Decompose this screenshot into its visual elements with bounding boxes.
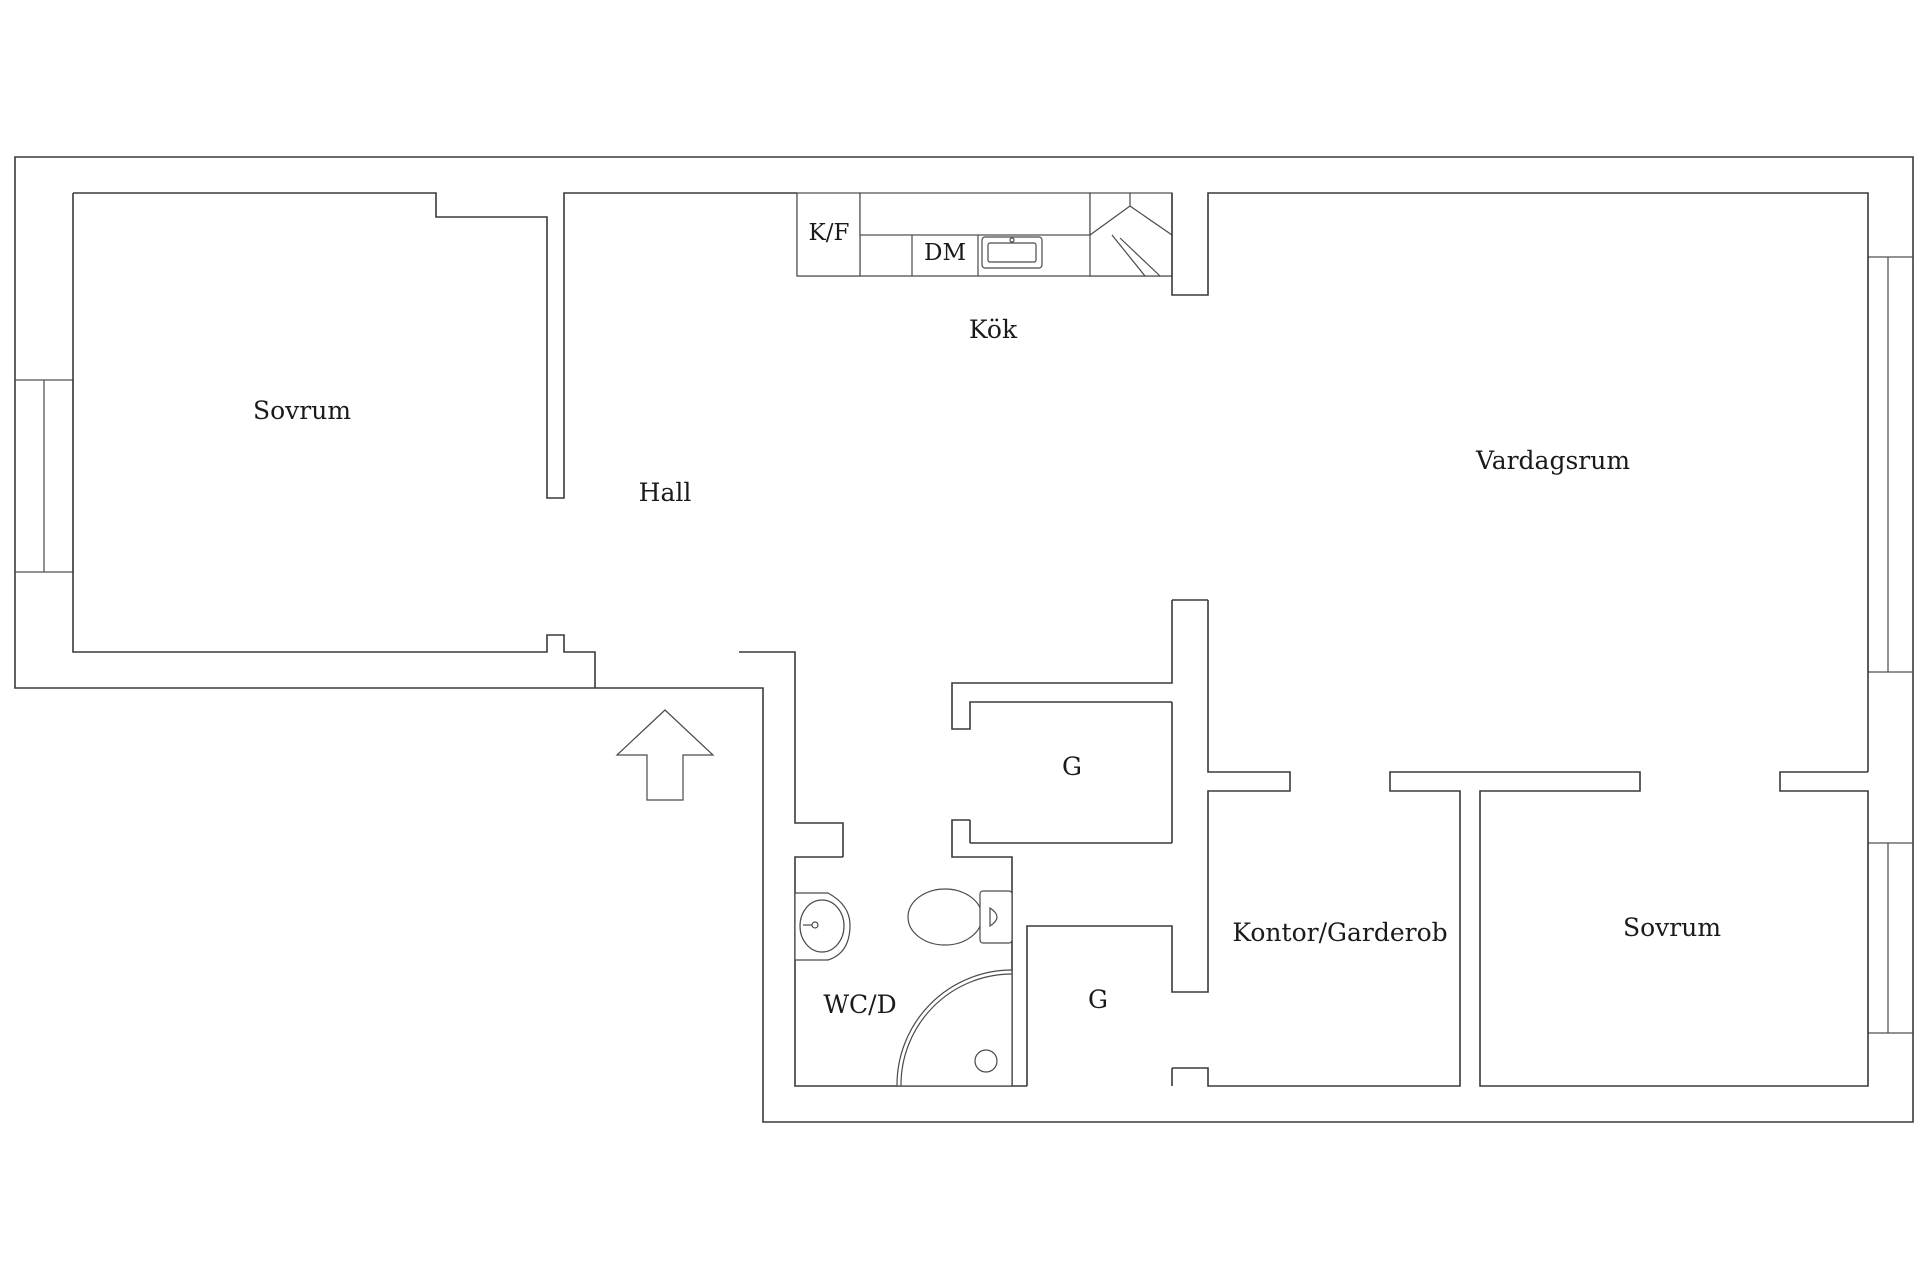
room-label-vardagsrum: Vardagsrum xyxy=(1475,446,1630,475)
room-label-sovrum-east: Sovrum xyxy=(1623,913,1721,942)
room-label-kontor: Kontor/Garderob xyxy=(1232,918,1447,947)
east-window-lower xyxy=(1867,842,1914,1034)
sovrum-west-walls xyxy=(72,192,797,688)
room-label-closet-upper: G xyxy=(1062,752,1082,781)
east-window-upper xyxy=(1867,256,1914,673)
kitchen-counter xyxy=(796,192,1173,277)
room-label-wc: WC/D xyxy=(823,990,896,1019)
fridge-freezer xyxy=(796,192,861,277)
west-window xyxy=(14,379,74,573)
room-label-closet-lower: G xyxy=(1088,985,1108,1014)
room-label-sovrum-west: Sovrum xyxy=(253,396,351,425)
room-label-hall: Hall xyxy=(639,478,692,507)
sink-icon xyxy=(794,892,851,961)
shower-icon xyxy=(896,969,1013,1087)
fixture-label-dm: DM xyxy=(924,240,966,266)
stove-icon xyxy=(1089,192,1173,277)
sink-icon xyxy=(981,236,1043,269)
entrance-arrow-icon xyxy=(615,709,715,801)
kitchen-end-wall xyxy=(1171,192,1869,772)
corridor-walls xyxy=(739,599,1869,1087)
room-label-kok: Kök xyxy=(969,315,1018,344)
fixture-label-kf: K/F xyxy=(809,220,850,246)
outer-wall xyxy=(14,156,1914,1123)
bathroom-fixtures xyxy=(794,888,1013,1087)
toilet-icon xyxy=(907,888,983,946)
